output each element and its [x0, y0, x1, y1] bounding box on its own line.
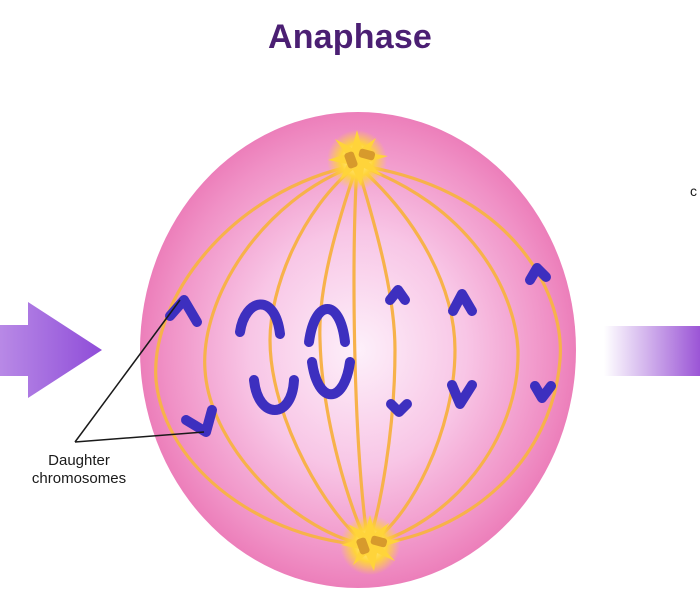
label-pointer-lines — [74, 299, 205, 443]
left-arrow — [0, 302, 102, 398]
diagram-title: Anaphase — [267, 18, 433, 56]
right-arrow — [604, 326, 700, 376]
chromosomes — [165, 263, 556, 437]
chromosome — [386, 399, 412, 417]
chromosome — [530, 381, 556, 403]
chromosome — [249, 375, 299, 415]
daughter-chromosomes-label: Daughter chromosomes — [14, 452, 144, 488]
chromosome — [181, 405, 217, 437]
chromosome — [385, 285, 410, 305]
bottom-centrosome — [340, 515, 401, 575]
top-centrosome — [327, 130, 388, 190]
chromosome — [235, 299, 285, 339]
chromosome — [165, 295, 202, 327]
label-line-2: chromosomes — [31, 470, 127, 487]
chromosome — [448, 289, 477, 316]
chromosome — [304, 304, 350, 347]
spindle-fibers — [154, 163, 562, 547]
cut-off-text: c — [690, 183, 697, 199]
label-line-1: Daughter — [48, 452, 110, 469]
chromosome — [307, 357, 355, 399]
chromosome — [525, 263, 551, 285]
chromosome — [447, 380, 477, 409]
